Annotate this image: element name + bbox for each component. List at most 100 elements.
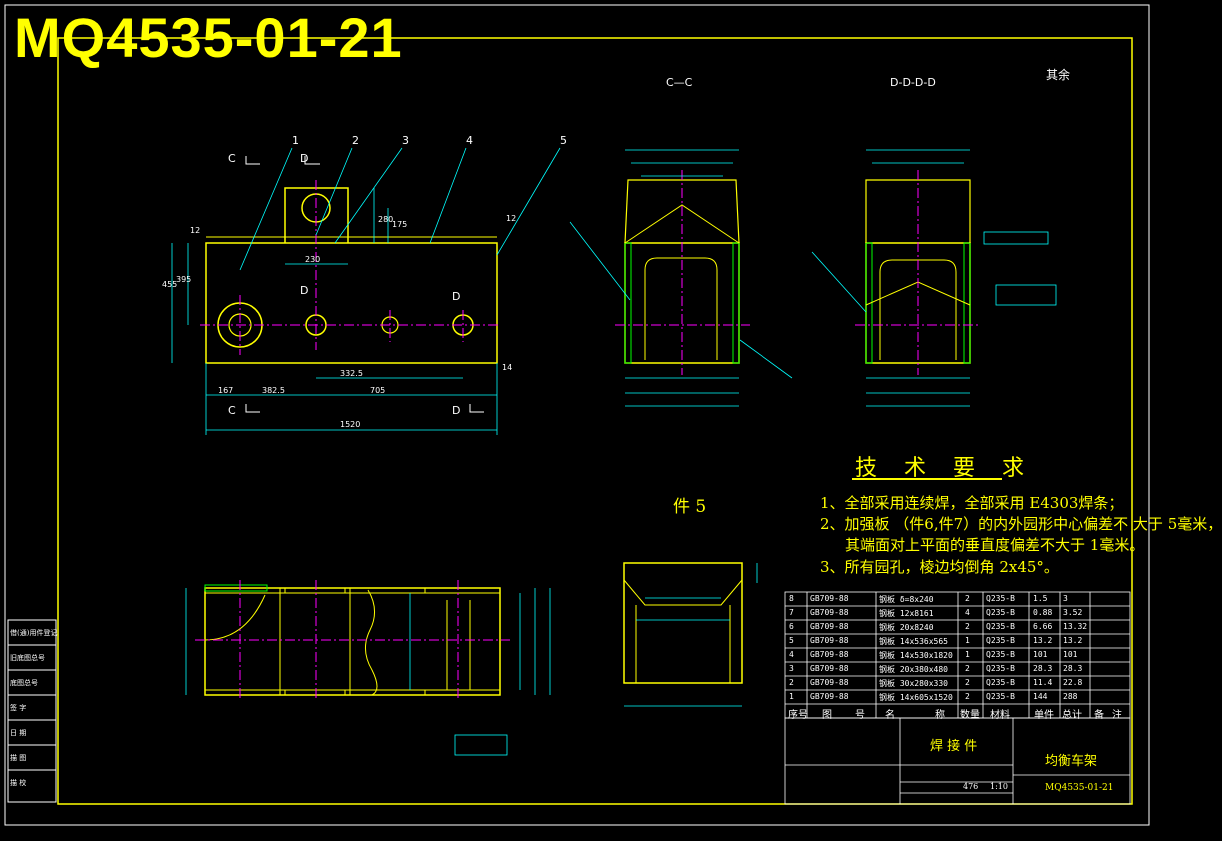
bom-row-lines [785, 605, 1130, 705]
section-marker: D [452, 404, 461, 417]
bom-cell-no: 5 [789, 636, 794, 645]
drawing-number-title: MQ4535-01-21 [14, 6, 403, 69]
dimension-text: 12 [506, 214, 517, 223]
dimension-text: 14 [502, 363, 513, 372]
inner-frame [57, 37, 1133, 805]
dimension-text: 332.5 [340, 369, 363, 378]
technical-requirements-underline [852, 478, 1002, 480]
dimension-text: 455 [162, 280, 178, 289]
bom-cell-w2: 3.52 [1063, 608, 1083, 617]
left-margin-block [7, 619, 57, 803]
tech-req-item: 3、所有园孔，棱边均倒角 2x45°。 [820, 558, 1059, 576]
dimension-text: 382.5 [262, 386, 285, 395]
bom-header-cell: 序号 [788, 710, 808, 721]
bom-cell-name: 钢板 14x605x1520 [879, 693, 953, 702]
bom-cell-no: 6 [789, 622, 794, 631]
bom-cell-qty: 2 [965, 692, 970, 701]
bom-header-cell: 材料 [990, 710, 1010, 721]
section-marker: D [452, 290, 461, 303]
bom-cell-w1: 6.66 [1033, 622, 1053, 631]
dimension-text: 175 [392, 220, 408, 229]
bom-cell-w2: 288 [1063, 692, 1078, 701]
bom-cell-w2: 13.32 [1063, 622, 1088, 631]
bom-cell-code: GB709-88 [810, 650, 849, 659]
part5-view [623, 562, 758, 707]
bom-cell-w1: 13.2 [1033, 636, 1053, 645]
bom-cell-code: GB709-88 [810, 664, 849, 673]
bom-cell-no: 2 [789, 678, 794, 687]
dimension-text: 280 [378, 215, 394, 224]
title-block-process: 焊 接 件 [930, 739, 978, 754]
section-dd-view [811, 149, 1057, 407]
bom-cell-w2: 3 [1063, 594, 1068, 603]
left-margin-label: 底图总号 [10, 679, 38, 687]
bom-cell-mat: Q235-B [986, 664, 1015, 673]
bom-header-cell: 称 [935, 710, 945, 721]
left-margin-label: 描 图 [10, 754, 27, 762]
bom-cell-code: GB709-88 [810, 678, 849, 687]
bom-cell-w1: 1.5 [1033, 594, 1048, 603]
bom-cell-name: 钢板 20x380x480 [879, 665, 948, 674]
bom-cell-mat: Q235-B [986, 636, 1015, 645]
bom-cell-w2: 28.3 [1063, 664, 1083, 673]
dimension-text: 1520 [340, 420, 361, 429]
bom-cell-name: 钢板 14x536x565 [879, 637, 948, 646]
left-margin-label: 旧底图总号 [10, 654, 45, 662]
title-block-scale: 1:10 [990, 782, 1008, 791]
bom-header-cell: 备 [1094, 710, 1104, 721]
part-balloon: 5 [560, 134, 567, 147]
bom-cell-name: 钢板 14x530x1820 [879, 651, 953, 660]
left-margin-label: 日 期 [10, 729, 27, 737]
tech-req-item: 其端面对上平面的垂直度偏差不大于 1毫米。 [845, 536, 1145, 554]
bom-cell-qty: 2 [965, 664, 970, 673]
bom-cell-no: 4 [789, 650, 794, 659]
section-cc-label: C—C [666, 76, 693, 89]
part-balloon: 1 [292, 134, 299, 147]
bom-header-cell: 数量 [960, 710, 980, 721]
drawing-canvas: MQ4535-01-21 其余 C—C D-D-D-D 件 5 技 术 要 求 … [4, 4, 1222, 826]
dimension-text: 230 [305, 255, 321, 264]
bom-header-cell: 号 [855, 710, 865, 721]
bom-cell-w1: 101 [1033, 650, 1048, 659]
bottom-plan-view [185, 580, 551, 756]
bom-cell-no: 1 [789, 692, 794, 701]
bom-cell-w2: 13.2 [1063, 636, 1083, 645]
drawing-svg [4, 4, 1150, 826]
bom-cell-w1: 0.88 [1033, 608, 1053, 617]
bom-cell-qty: 2 [965, 622, 970, 631]
part5-label: 件 5 [673, 497, 707, 517]
section-marker: C [228, 404, 236, 417]
bom-header-cell: 图 [822, 710, 832, 721]
bom-header-cell: 名 [885, 710, 895, 721]
bom-cell-mat: Q235-B [986, 622, 1015, 631]
bom-grid [784, 591, 1131, 805]
part-balloon: 4 [466, 134, 473, 147]
section-marker: D [300, 152, 309, 165]
bom-cell-w1: 144 [1033, 692, 1048, 701]
left-margin-label: 描 校 [10, 779, 27, 787]
tech-req-item: 2、加强板 （件6,件7）的内外园形中心偏差不 大于 5毫米， [820, 515, 1222, 533]
bom-cell-qty: 4 [965, 608, 970, 617]
bom-cell-mat: Q235-B [986, 608, 1015, 617]
title-block-part-name: 均衡车架 [1045, 754, 1098, 769]
bom-cell-code: GB709-88 [810, 594, 849, 603]
bom-cell-code: GB709-88 [810, 622, 849, 631]
bom-cell-no: 3 [789, 664, 794, 673]
technical-requirements-title: 技 术 要 求 [855, 456, 1034, 481]
bom-cell-no: 8 [789, 594, 794, 603]
bom-cell-code: GB709-88 [810, 636, 849, 645]
part-balloon: 3 [402, 134, 409, 147]
bom-header-cell: 单件 [1034, 710, 1054, 721]
title-block-drawing-no: MQ4535-01-21 [1045, 783, 1114, 793]
section-marker: D [300, 284, 309, 297]
dimension-text: 167 [218, 386, 234, 395]
title-block-weight: 476 [963, 782, 979, 791]
main-front-view [171, 147, 561, 435]
bom-cell-w2: 22.8 [1063, 678, 1083, 687]
dimension-text: 705 [370, 386, 386, 395]
bom-cell-no: 7 [789, 608, 794, 617]
bom-cell-qty: 1 [965, 636, 970, 645]
bom-header-cell: 总计 [1062, 710, 1082, 721]
dimension-text: 12 [190, 226, 201, 235]
bom-cell-mat: Q235-B [986, 692, 1015, 701]
